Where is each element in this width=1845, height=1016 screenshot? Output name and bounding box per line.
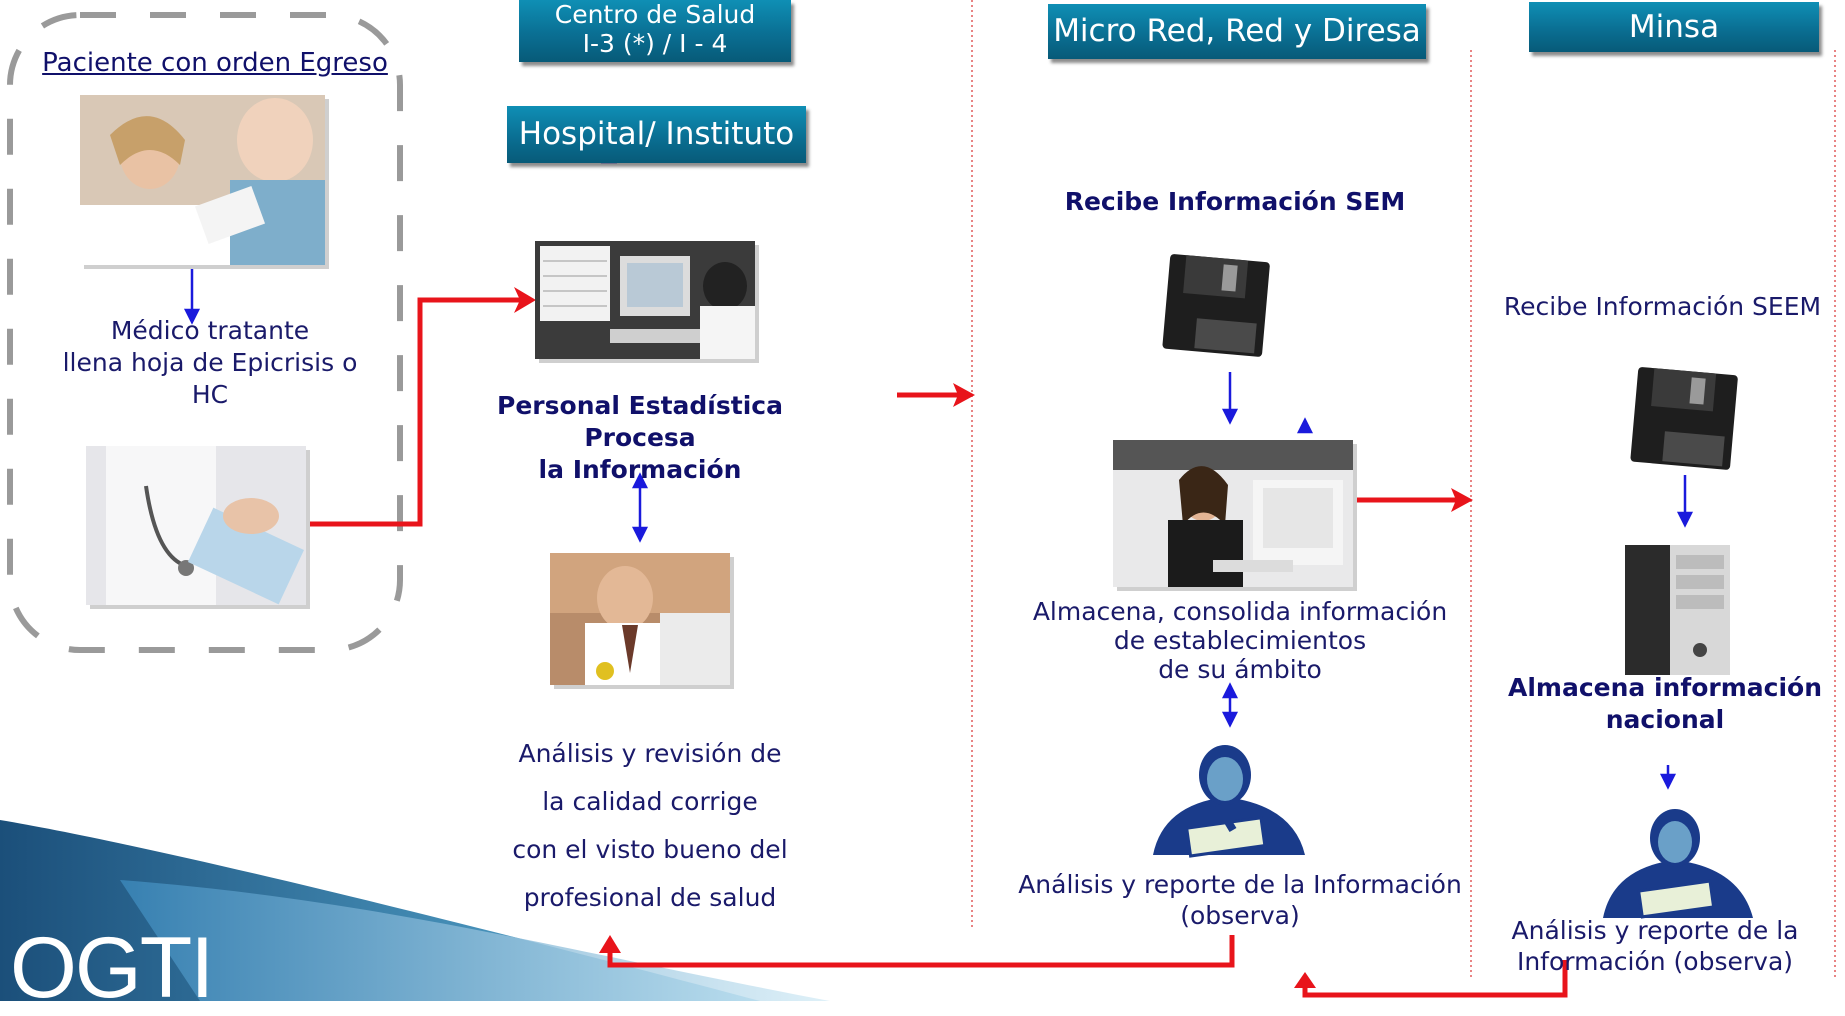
doctor-text-line2: llena hoja de Epicrisis o [62, 348, 358, 377]
analyst-clipart-icon-minsa [1603, 809, 1753, 919]
minsa-store-line2: nacional [1605, 705, 1725, 734]
minsa-report-text: Análisis y reporte de la Información (ob… [1490, 915, 1820, 977]
doctor-text: Médico tratante llena hoja de Epicrisis … [40, 315, 380, 411]
micro-report-text: Análisis y reporte de la Información (ob… [1010, 869, 1470, 931]
arrow-micro-back-to-hospital [607, 935, 1235, 968]
nurse-patient-image [80, 95, 325, 265]
header-micro-red: Micro Red, Red y Diresa [1048, 4, 1426, 59]
minsa-store-text: Almacena información nacional [1500, 672, 1830, 736]
header-hospital: Hospital/ Instituto [507, 106, 806, 163]
floppy-disk-icon-minsa [1630, 367, 1738, 470]
stats-process-line2: la Información [538, 455, 742, 484]
doctor-text-line1: Médico tratante [110, 316, 310, 345]
reviewer-photo [550, 553, 730, 685]
stats-photo [535, 241, 755, 359]
operator-woman-photo [1113, 440, 1353, 587]
minsa-report-line2: Información (observa) [1516, 947, 1794, 976]
blue-flow-arrows [183, 147, 1694, 790]
arrow-doctor-to-stats [305, 297, 522, 527]
doctor-photo [86, 446, 306, 605]
minsa-receive-text: Recibe Información SEEM [1503, 292, 1822, 321]
header-centro-salud: Centro de Salud I-3 (*) / I - 4 [519, 0, 791, 62]
reviewer-image [550, 553, 730, 685]
micro-store-line2: de establecimientos [1113, 626, 1367, 655]
stats-process-text: Personal Estadística Procesa la Informac… [440, 390, 840, 486]
doctor-text-line3: HC [191, 380, 229, 409]
red-arrowheads [514, 287, 1473, 988]
analysis-line1: Análisis y revisión de [518, 739, 782, 768]
analysis-line3: con el visto bueno del [512, 835, 788, 864]
micro-store-line3: de su ámbito [1158, 655, 1322, 684]
header-centro-line1: Centro de Salud [554, 0, 756, 29]
doctor-image [86, 446, 306, 605]
floppy-disk-icon [1162, 254, 1270, 357]
header-minsa: Minsa [1529, 2, 1819, 52]
patient-dashed-frame [7, 12, 403, 653]
woman-at-computer-image [1113, 440, 1353, 587]
analysis-line2: la calidad corrige [542, 787, 758, 816]
server-tower-icon [1625, 545, 1730, 675]
logo-swoosh-light [120, 880, 830, 1001]
analyst-clipart-icon [1153, 745, 1305, 858]
micro-store-line1: Almacena, consolida información [1032, 597, 1448, 626]
analysis-text: Análisis y revisión de la calidad corrig… [480, 730, 820, 922]
header-centro-line2: I-3 (*) / I - 4 [582, 29, 728, 58]
patient-photo [80, 95, 325, 265]
computer-operator-image [535, 241, 755, 359]
minsa-report-line1: Análisis y reporte de la [1511, 916, 1799, 945]
stats-process-line1: Personal Estadística Procesa [497, 391, 783, 452]
analysis-line4: profesional de salud [523, 883, 777, 912]
micro-store-text: Almacena, consolida información de estab… [1010, 597, 1470, 684]
minsa-store-line1: Almacena información [1507, 673, 1822, 702]
micro-report-line1: Análisis y reporte de la Información [1018, 870, 1462, 899]
micro-report-line2: (observa) [1180, 901, 1300, 930]
micro-receive-text: Recibe Información SEM [1064, 187, 1406, 216]
patient-title: Paciente con orden Egreso [42, 48, 388, 78]
ogti-logo: OGTI [10, 920, 214, 1016]
